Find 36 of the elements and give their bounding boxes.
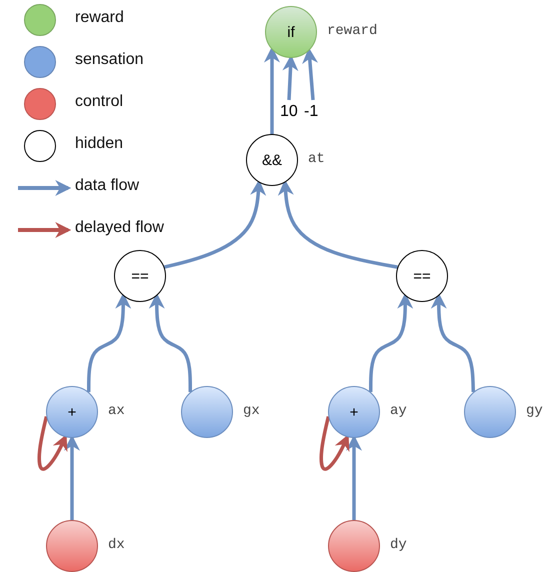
data-flow-arrow — [430, 292, 476, 392]
variable-label: ay — [390, 403, 407, 419]
legend-label: delayed flow — [75, 219, 164, 237]
variable-label: at — [308, 151, 325, 167]
value-label: 10 — [280, 102, 298, 122]
variable-label: gx — [243, 403, 260, 419]
legend-label: data flow — [75, 177, 140, 195]
delayed-flow-arrow — [38, 416, 68, 471]
variable-label: reward — [327, 23, 378, 39]
variable-label: gy — [526, 403, 543, 419]
circle-node — [328, 520, 380, 572]
circle-node — [46, 520, 98, 572]
data-flow-arrow — [278, 179, 398, 269]
operator-node: == — [396, 250, 448, 302]
legend-label: sensation — [75, 51, 144, 69]
variable-label: dy — [390, 537, 407, 553]
operator-node: if — [265, 6, 317, 58]
operator-node: && — [246, 134, 298, 186]
data-flow-arrow — [368, 292, 414, 392]
legend-label: reward — [75, 9, 124, 27]
operator-node: + — [328, 386, 380, 438]
data-flow-arrow — [302, 48, 318, 100]
delayed-flow-arrow — [320, 416, 350, 471]
data-flow-arrow — [148, 292, 192, 392]
data-flow-arrow — [264, 46, 280, 134]
value-label: -1 — [304, 102, 318, 122]
data-flow-arrow — [164, 179, 266, 269]
variable-label: ax — [108, 403, 125, 419]
circle-node — [181, 386, 233, 438]
data-flow-arrow — [86, 292, 132, 392]
legend-label: control — [75, 93, 124, 111]
operator-node: == — [114, 250, 166, 302]
variable-label: dx — [108, 537, 125, 553]
legend-label: hidden — [75, 135, 124, 153]
circle-node — [464, 386, 516, 438]
operator-node: + — [46, 386, 98, 438]
